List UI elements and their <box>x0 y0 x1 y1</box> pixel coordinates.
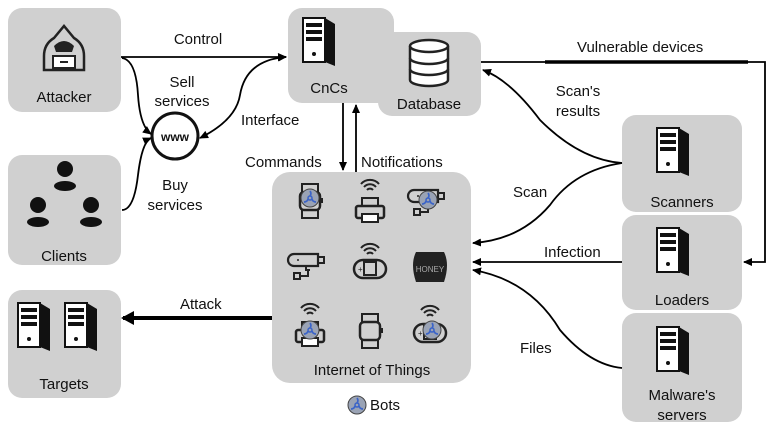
malware-server-icon <box>656 326 690 376</box>
interface-label: Interface <box>241 112 300 129</box>
malware-servers-label-2: servers <box>657 407 707 424</box>
loader-server-icon <box>656 227 690 277</box>
scan-label: Scan <box>513 184 548 201</box>
targets-label: Targets <box>39 376 89 393</box>
hacker-icon <box>42 24 86 72</box>
www-label: www <box>160 130 190 144</box>
attacker-label: Attacker <box>36 89 92 106</box>
scan-edge <box>472 162 623 247</box>
scan-results-label-2: results <box>555 103 601 120</box>
buy-label-1: Buy <box>162 177 188 194</box>
cnc-server-icon <box>302 17 336 67</box>
infection-label: Infection <box>544 244 601 261</box>
target-server-icon <box>64 302 98 352</box>
sell-label-1: Sell <box>169 74 195 91</box>
bot-badge-icon <box>300 188 320 208</box>
vulnerable-devices-label: Vulnerable devices <box>577 39 704 56</box>
users-icon <box>27 161 102 227</box>
iot-label: Internet of Things <box>313 362 431 379</box>
malware-servers-label-1: Malware's <box>648 387 716 404</box>
svg-text:HONEY: HONEY <box>416 265 445 274</box>
buy-services-edge <box>121 137 152 211</box>
files-edge <box>472 267 623 369</box>
bot-legend-icon <box>347 395 367 415</box>
buy-label-2: services <box>147 197 203 214</box>
clients-label: Clients <box>41 248 87 265</box>
bot-badge-icon <box>418 190 438 210</box>
target-server-icon <box>17 302 51 352</box>
bot-badge-icon <box>300 320 320 340</box>
honeypot-icon: HONEY <box>413 252 447 282</box>
clients-box <box>8 155 121 265</box>
scan-results-edge <box>482 69 623 164</box>
files-label: Files <box>520 340 552 357</box>
www-icon <box>150 111 200 161</box>
commands-label: Commands <box>245 154 322 171</box>
bots-legend-label: Bots <box>370 397 401 414</box>
interface-edge <box>199 53 287 139</box>
scanners-label: Scanners <box>650 194 714 211</box>
database-label: Database <box>396 96 462 113</box>
sell-label-2: services <box>154 93 210 110</box>
cncs-label: CnCs <box>310 80 348 97</box>
scan-results-label-1: Scan's <box>555 83 601 100</box>
notifications-label: Notifications <box>361 154 443 171</box>
sell-services-edge <box>121 57 152 135</box>
loaders-label: Loaders <box>654 292 710 309</box>
attack-label: Attack <box>180 296 222 313</box>
scanner-server-icon <box>656 127 690 177</box>
database-icon <box>408 38 450 88</box>
bot-badge-icon <box>422 320 442 340</box>
control-label: Control <box>173 31 223 48</box>
